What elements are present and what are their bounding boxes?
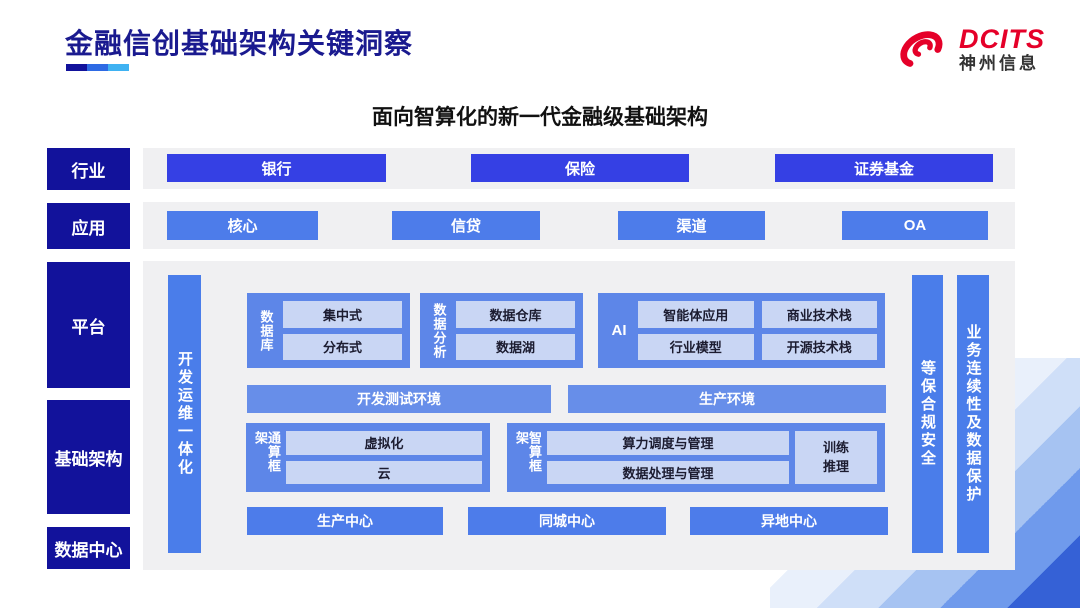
sidebar-item-datacenter: 数据中心: [47, 527, 130, 569]
production-environment: 生产环境: [568, 385, 886, 413]
sidebar-item-platform: 平台: [47, 262, 130, 388]
sidebar-item-infrastructure: 基础架构: [47, 400, 130, 514]
logo-swirl-icon: [893, 18, 951, 81]
diagram-subtitle: 面向智算化的新一代金融级基础架构: [372, 106, 708, 129]
database-group: 数据库 集中式 分布式: [247, 293, 410, 368]
sidebar-item-industry: 行业: [47, 148, 130, 190]
data-lake: 数据湖: [456, 333, 575, 360]
general-framework-label: 通算框架: [253, 431, 281, 473]
title-underline: [66, 64, 129, 71]
remote-center: 异地中心: [690, 507, 888, 535]
analytics-group-label: 数据分析: [431, 302, 447, 359]
db-distributed: 分布式: [283, 333, 402, 360]
devops-vertical-bar: 开发运维一体化: [168, 275, 201, 553]
ai-commercial-stack: 商业技术栈: [761, 301, 877, 328]
app-oa: OA: [842, 211, 988, 240]
dev-test-environment: 开发测试环境: [247, 385, 551, 413]
database-group-label: 数据库: [258, 309, 274, 352]
intelligent-framework-group: 智算框架 算力调度与管理 数据处理与管理 训练推理: [507, 423, 885, 492]
company-logo: DCITS 神州信息: [893, 18, 1045, 81]
general-framework-group: 通算框架 虚拟化 云: [246, 423, 490, 492]
app-credit: 信贷: [392, 211, 540, 240]
logo-company-text: 神州信息: [959, 54, 1039, 73]
logo-brand-text: DCITS: [959, 24, 1045, 55]
cloud: 云: [286, 460, 482, 484]
ai-agent-apps: 智能体应用: [638, 301, 754, 328]
samecity-center: 同城中心: [468, 507, 666, 535]
sidebar-item-application: 应用: [47, 203, 130, 249]
security-compliance-bar: 等保合规安全: [912, 275, 943, 553]
intelligent-framework-label: 智算框架: [514, 431, 542, 473]
ai-group: AI 智能体应用 商业技术栈 行业模型 开源技术栈: [598, 293, 885, 368]
compute-scheduling: 算力调度与管理: [547, 431, 789, 455]
industry-securities: 证券基金: [775, 154, 993, 182]
db-centralized: 集中式: [283, 301, 402, 328]
data-warehouse: 数据仓库: [456, 301, 575, 328]
app-channel: 渠道: [618, 211, 765, 240]
data-processing: 数据处理与管理: [547, 460, 789, 484]
app-core: 核心: [167, 211, 318, 240]
industry-bank: 银行: [167, 154, 386, 182]
production-center: 生产中心: [247, 507, 443, 535]
ai-industry-models: 行业模型: [638, 333, 754, 360]
training-inference: 训练推理: [795, 431, 877, 484]
ai-opensource-stack: 开源技术栈: [761, 333, 877, 360]
industry-row: 银行 保险 证券基金: [143, 148, 1015, 189]
virtualization: 虚拟化: [286, 431, 482, 455]
application-row: 核心 信贷 渠道 OA: [143, 202, 1015, 249]
platform-panel: 开发运维一体化 数据库 集中式 分布式 数据分析 数据仓库 数据湖 AI 智能体…: [143, 261, 1015, 570]
analytics-group: 数据分析 数据仓库 数据湖: [420, 293, 583, 368]
page-title: 金融信创基础架构关键洞察: [65, 28, 414, 59]
ai-group-label: AI: [611, 322, 627, 339]
industry-insurance: 保险: [471, 154, 689, 182]
business-continuity-bar: 业务连续性及数据保护: [957, 275, 989, 553]
